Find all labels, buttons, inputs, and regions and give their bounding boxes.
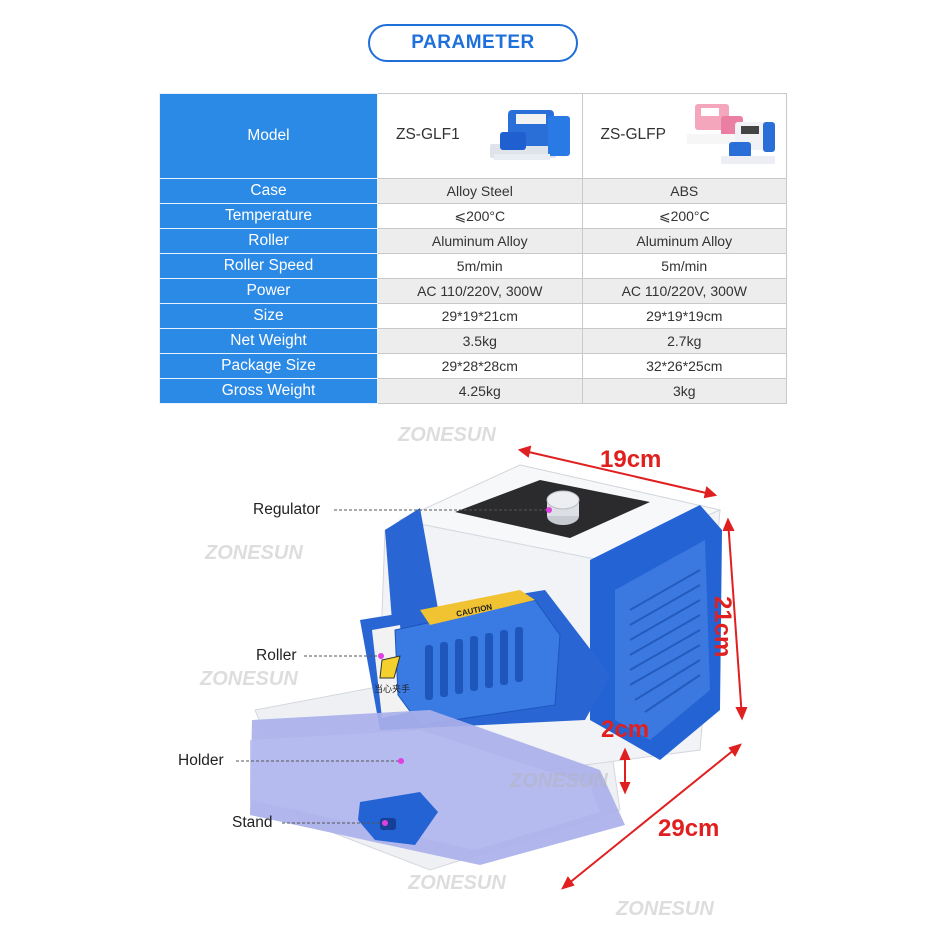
watermark: ZONESUN (616, 898, 714, 920)
model-name: ZS-GLFP (600, 126, 666, 143)
cell-value: Alloy Steel (377, 178, 583, 204)
table-row: Temperature ⩽200°C ⩽200°C (159, 203, 787, 229)
cell-value: 3kg (581, 378, 787, 404)
cell-value: 32*26*25cm (581, 353, 787, 379)
watermark: ZONESUN (408, 872, 506, 894)
model-2-image (686, 104, 775, 164)
cell-value: 29*19*19cm (581, 303, 787, 329)
cell-value: 29*19*21cm (377, 303, 583, 329)
cell-value: 5m/min (581, 253, 787, 279)
model-1-image (490, 110, 570, 160)
table-row: Size 29*19*21cm 29*19*19cm (159, 303, 787, 329)
cell-value: AC 110/220V, 300W (581, 278, 787, 304)
table-row: Roller Speed 5m/min 5m/min (159, 253, 787, 279)
dimension-height: 21cm (709, 596, 736, 658)
dimension-depth: 29cm (658, 815, 720, 842)
table-row: Net Weight 3.5kg 2.7kg (159, 328, 787, 354)
hot-warning-label: 当心夹手 (374, 684, 411, 694)
table-row: Roller Aluminum Alloy Aluminum Alloy (159, 228, 787, 254)
row-label: Model (159, 93, 378, 179)
row-label: Roller (159, 228, 378, 254)
table-row: Package Size 29*28*28cm 32*26*25cm (159, 353, 787, 379)
row-label: Temperature (159, 203, 378, 229)
callout-roller: Roller (256, 647, 297, 664)
page-title-text: PARAMETER (411, 32, 535, 53)
callout-regulator: Regulator (253, 501, 321, 518)
cell-value: 29*28*28cm (377, 353, 583, 379)
cell-value: 5m/min (377, 253, 583, 279)
row-label: Net Weight (159, 328, 378, 354)
table-row-model: Model ZS-GLF1 ZS-GLFP (159, 93, 787, 179)
table-row: Gross Weight 4.25kg 3kg (159, 378, 787, 404)
parameter-table: Model ZS-GLF1 ZS-GLFP (159, 93, 787, 404)
row-label: Gross Weight (159, 378, 378, 404)
cell-value: 3.5kg (377, 328, 583, 354)
cell-value: 2.7kg (581, 328, 787, 354)
cell-value: AC 110/220V, 300W (377, 278, 583, 304)
dimension-gap: 2cm (601, 716, 650, 743)
model-cell-2: ZS-GLFP (581, 93, 787, 179)
row-label: Size (159, 303, 378, 329)
product-figure: Regulator Roller Holder Stand 19cm 21cm … (0, 420, 944, 944)
callout-holder: Holder (178, 752, 224, 769)
cell-value: Aluminum Alloy (377, 228, 583, 254)
cell-value: ABS (581, 178, 787, 204)
model-cell-1: ZS-GLF1 (377, 93, 583, 179)
model-name: ZS-GLF1 (396, 126, 460, 143)
watermark: ZONESUN (398, 424, 496, 446)
table-row: Case Alloy Steel ABS (159, 178, 787, 204)
page-title: PARAMETER (368, 24, 578, 62)
watermark: ZONESUN (200, 668, 298, 690)
row-label: Power (159, 278, 378, 304)
cell-value: Aluminum Alloy (581, 228, 787, 254)
machine-illustration (236, 445, 748, 890)
row-label: Case (159, 178, 378, 204)
row-label: Roller Speed (159, 253, 378, 279)
row-label: Package Size (159, 353, 378, 379)
callout-stand: Stand (232, 814, 273, 831)
watermark: ZONESUN (205, 542, 303, 564)
watermark: ZONESUN (510, 770, 608, 792)
table-row: Power AC 110/220V, 300W AC 110/220V, 300… (159, 278, 787, 304)
cell-value: 4.25kg (377, 378, 583, 404)
cell-value: ⩽200°C (581, 203, 787, 229)
cell-value: ⩽200°C (377, 203, 583, 229)
dimension-width: 19cm (600, 446, 662, 473)
